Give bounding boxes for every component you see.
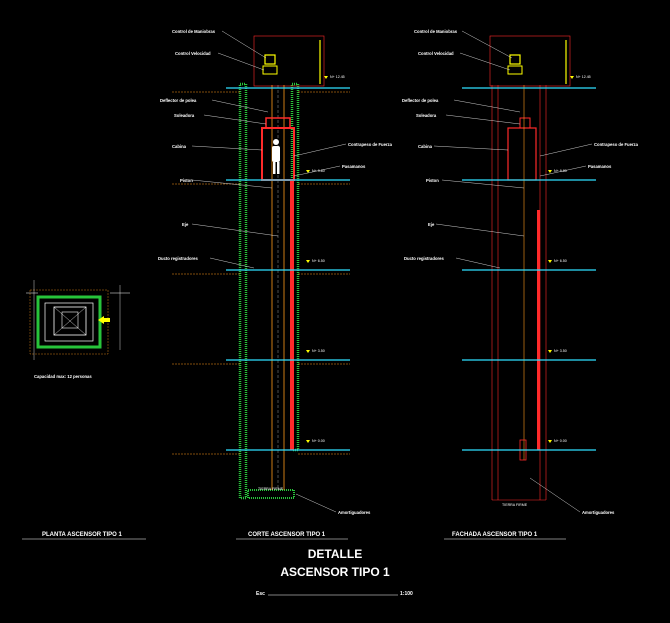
label-soleadora: Soleadora bbox=[174, 113, 195, 118]
section-view: N+ 12.45 N+ 9.80 N+ 6.50 N+ 3.50 N+ 0.00… bbox=[158, 29, 393, 515]
section-level-1: N+ 9.80 bbox=[312, 169, 325, 173]
facade-piston bbox=[537, 210, 540, 450]
facade-label-eje: Eje bbox=[428, 222, 435, 227]
facade-level-top: N+ 12.45 bbox=[576, 75, 591, 79]
caption-section: CORTE ASCENSOR TIPO 1 bbox=[248, 532, 326, 538]
label-piston: Piston bbox=[180, 178, 193, 183]
label-control-maniobras: Control de Maniobras bbox=[172, 29, 216, 34]
plan-capacity: Capacidad max: 12 personas bbox=[34, 374, 92, 379]
section-level-3: N+ 3.50 bbox=[312, 349, 325, 353]
caption-facade: FACHADA ASCENSOR TIPO 1 bbox=[452, 532, 538, 538]
section-piston bbox=[290, 180, 294, 450]
facade-label-control-maniobras: Control de Maniobras bbox=[414, 29, 458, 34]
title-block: DETALLE ASCENSOR TIPO 1 Esc 1:100 bbox=[256, 547, 413, 597]
facade-level-3: N+ 3.50 bbox=[554, 349, 567, 353]
facade-cabin bbox=[507, 127, 537, 181]
facade-label-ducto: Ducto registradores bbox=[404, 256, 444, 261]
facade-label-pasamanos: Pasamanos bbox=[588, 164, 612, 169]
plan-shaft-wall bbox=[36, 295, 102, 349]
plan-shaft-inner bbox=[44, 302, 94, 342]
label-pasamanos: Pasamanos bbox=[342, 164, 366, 169]
section-level-4: N+ 0.00 bbox=[312, 439, 325, 443]
facade-level-2: N+ 6.50 bbox=[554, 259, 567, 263]
facade-control-box-icon bbox=[509, 54, 521, 65]
title-line2: ASCENSOR TIPO 1 bbox=[280, 565, 390, 579]
facade-label-cabina: Cabina bbox=[418, 144, 433, 149]
label-amortiguadores: Amortiguadores bbox=[338, 510, 371, 515]
scale-value: 1:100 bbox=[400, 591, 413, 597]
facade-label-piston: Piston bbox=[426, 178, 439, 183]
facade-level-1: N+ 9.80 bbox=[554, 169, 567, 173]
facade-label-contrapeso: Contrapeso de Fuerza bbox=[594, 142, 639, 147]
label-contrapeso: Contrapeso de Fuerza bbox=[348, 142, 393, 147]
entry-arrow-icon bbox=[98, 316, 104, 324]
label-ducto: Ducto registradores bbox=[158, 256, 198, 261]
facade-label-amortiguadores: Amortiguadores bbox=[582, 510, 615, 515]
plan-view: Capacidad max: 12 personas bbox=[26, 280, 130, 379]
caption-plan: PLANTA ASCENSOR TIPO 1 bbox=[42, 532, 122, 538]
person-icon bbox=[272, 139, 280, 174]
section-left-wall bbox=[238, 82, 248, 500]
plan-cabin bbox=[53, 306, 87, 336]
facade-view: N+ 12.45 N+ 9.80 N+ 6.50 N+ 3.50 N+ 0.00… bbox=[402, 29, 639, 515]
label-control-velocidad: Control Velocidad bbox=[175, 51, 211, 56]
label-deflector-polea: Deflector de polea bbox=[160, 98, 197, 103]
label-tierra-firme: TIERRA FIRME bbox=[258, 487, 284, 491]
facade-label-deflector-polea: Deflector de polea bbox=[402, 98, 439, 103]
facade-label-control-velocidad: Control Velocidad bbox=[418, 51, 454, 56]
facade-level-4: N+ 0.00 bbox=[554, 439, 567, 443]
facade-label-tierra-firme: TIERRA FIRME bbox=[502, 503, 528, 507]
label-eje: Eje bbox=[182, 222, 189, 227]
section-level-2: N+ 6.50 bbox=[312, 259, 325, 263]
control-box-icon bbox=[264, 54, 276, 65]
view-captions: PLANTA ASCENSOR TIPO 1 CORTE ASCENSOR TI… bbox=[22, 532, 566, 540]
section-level-top: N+ 12.45 bbox=[330, 75, 345, 79]
title-line1: DETALLE bbox=[308, 547, 362, 561]
scale-label: Esc bbox=[256, 591, 265, 597]
label-cabina: Cabina bbox=[172, 144, 187, 149]
facade-label-soleadora: Soleadora bbox=[416, 113, 437, 118]
